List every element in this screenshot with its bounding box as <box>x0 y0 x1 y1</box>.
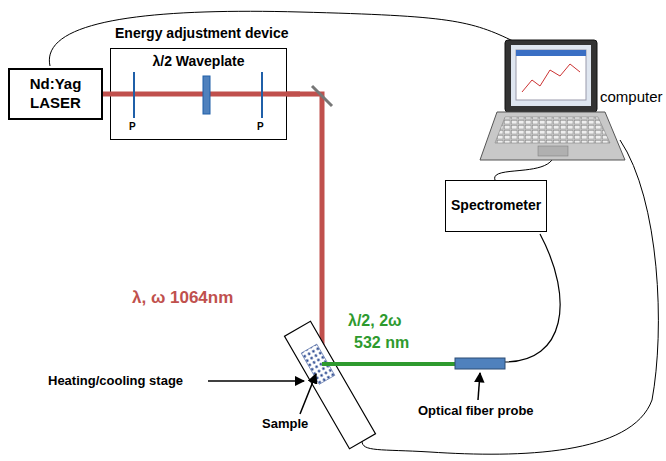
leader-arrow <box>208 380 304 382</box>
optical-fiber <box>505 234 560 362</box>
laser-beam <box>110 92 300 97</box>
cable <box>495 160 552 180</box>
box-label: λ/2 Waveplate <box>152 53 244 71</box>
part-label: Heating/cooling stage <box>48 373 183 388</box>
shg-beam <box>322 362 455 366</box>
part-label: computer <box>600 88 663 105</box>
polarizer <box>261 72 263 118</box>
wavelength-label: λ, ω 1064nm <box>132 288 233 308</box>
box-label: Nd:Yag LASER <box>20 75 92 113</box>
part-label: Optical fiber probe <box>418 403 534 418</box>
cable <box>362 140 658 454</box>
leader-arrow <box>300 374 316 414</box>
waveplate <box>203 76 210 114</box>
mirror <box>312 86 332 106</box>
wavelength-label: 532 nm <box>354 334 409 352</box>
laser-beam <box>103 92 110 97</box>
instrument-box: Spectrometer <box>445 180 547 232</box>
leader-arrow <box>478 373 480 400</box>
box-heading: Energy adjustment device <box>115 25 289 43</box>
fiber-probe <box>455 358 505 369</box>
polarizer <box>133 72 135 118</box>
instrument-box: Nd:Yag LASER <box>8 68 103 120</box>
part-label: Sample <box>262 416 308 431</box>
box-label: Spectrometer <box>451 197 541 215</box>
wavelength-label: λ/2, 2ω <box>348 312 402 330</box>
polarizer-label: P <box>129 121 136 132</box>
polarizer-label: P <box>257 121 264 132</box>
